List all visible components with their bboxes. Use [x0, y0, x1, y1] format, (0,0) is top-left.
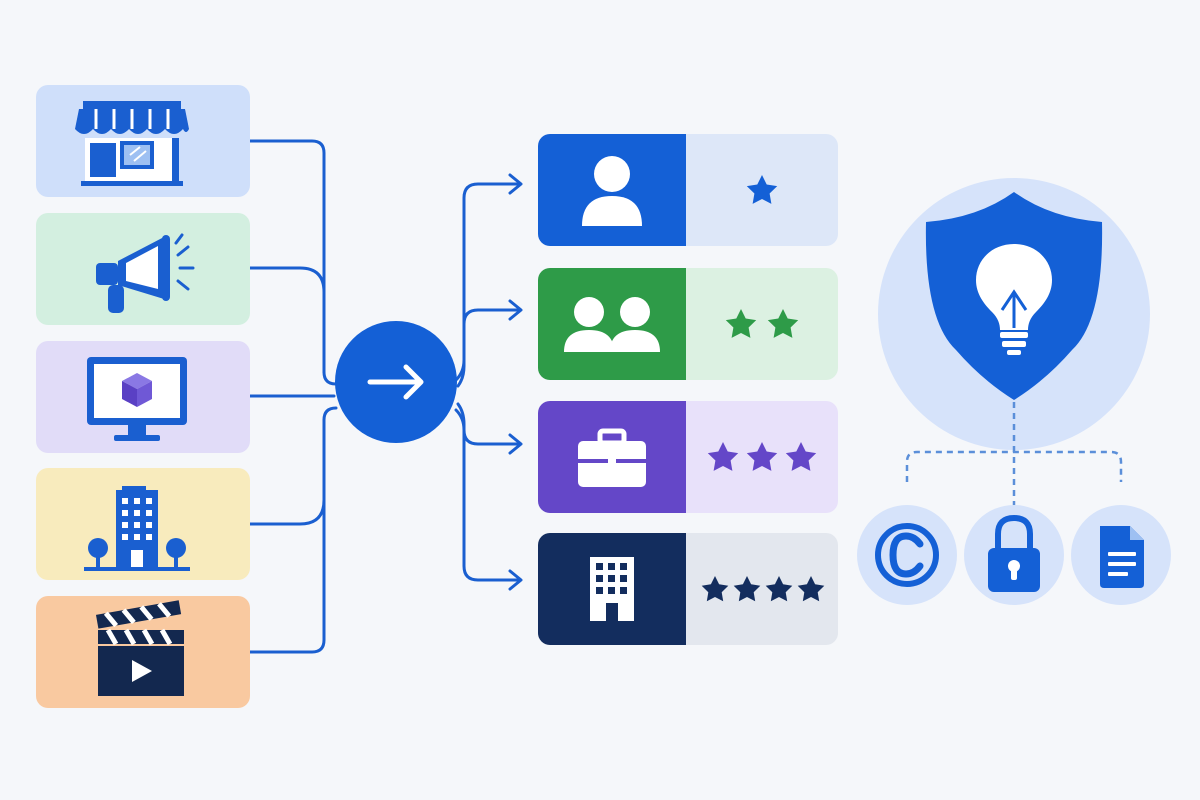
arrowhead-tier-4 [508, 569, 523, 591]
source-card-digital-product [36, 341, 250, 453]
star-icon [797, 576, 825, 602]
arrow-right-icon [367, 364, 424, 400]
star-icon [746, 442, 778, 471]
two-people-icon [564, 297, 660, 352]
connector-tier-1 [454, 182, 522, 382]
connector-source-5 [248, 418, 326, 654]
person-icon [582, 156, 642, 226]
arrowhead-tier-2 [508, 299, 523, 321]
source-card-marketing [36, 213, 250, 325]
briefcase-icon [578, 428, 646, 487]
padlock-icon [988, 514, 1040, 592]
monitor-cube-icon [87, 357, 187, 441]
hub-node [335, 321, 457, 443]
arrowhead-tier-1 [508, 173, 523, 195]
star-icon [765, 576, 793, 602]
ip-item-security [964, 505, 1064, 605]
connector-source-2 [248, 266, 326, 374]
tier-card-enterprise [538, 533, 838, 645]
tier-card-individual [538, 134, 838, 246]
rating-stars-3 [707, 442, 817, 471]
star-icon [707, 442, 739, 471]
connector-source-1 [248, 139, 326, 374]
connector-source-4 [248, 418, 326, 526]
source-card-corporate [36, 468, 250, 580]
star-icon [785, 442, 817, 471]
ip-item-copyright [857, 505, 957, 605]
connector-bracket-bottom [322, 406, 338, 422]
rating-stars-1 [746, 175, 778, 204]
megaphone-icon [96, 233, 195, 313]
star-icon [733, 576, 761, 602]
copyright-icon [875, 523, 939, 587]
building-icon [590, 557, 634, 621]
ip-protection-cluster [857, 178, 1171, 605]
star-icon [767, 309, 799, 338]
connector-tier-4 [454, 408, 522, 582]
source-card-media [36, 596, 250, 708]
source-card-store [36, 85, 250, 197]
clapperboard-icon [95, 600, 184, 696]
storefront-icon [75, 101, 189, 186]
connector-bracket-top [322, 370, 338, 386]
arrowhead-tier-3 [508, 433, 523, 455]
office-building-icon [84, 486, 190, 571]
connector-tier-3 [456, 402, 522, 446]
connector-tier-2 [456, 308, 522, 388]
tier-card-business [538, 401, 838, 513]
star-icon [746, 175, 778, 204]
rating-stars-2 [725, 309, 799, 338]
shield-lightbulb-icon [925, 192, 1103, 400]
ip-item-license [1071, 505, 1171, 605]
star-icon [701, 576, 729, 602]
document-icon [1100, 526, 1144, 588]
star-icon [725, 309, 757, 338]
rating-stars-4 [701, 576, 825, 602]
tier-card-team [538, 268, 838, 380]
